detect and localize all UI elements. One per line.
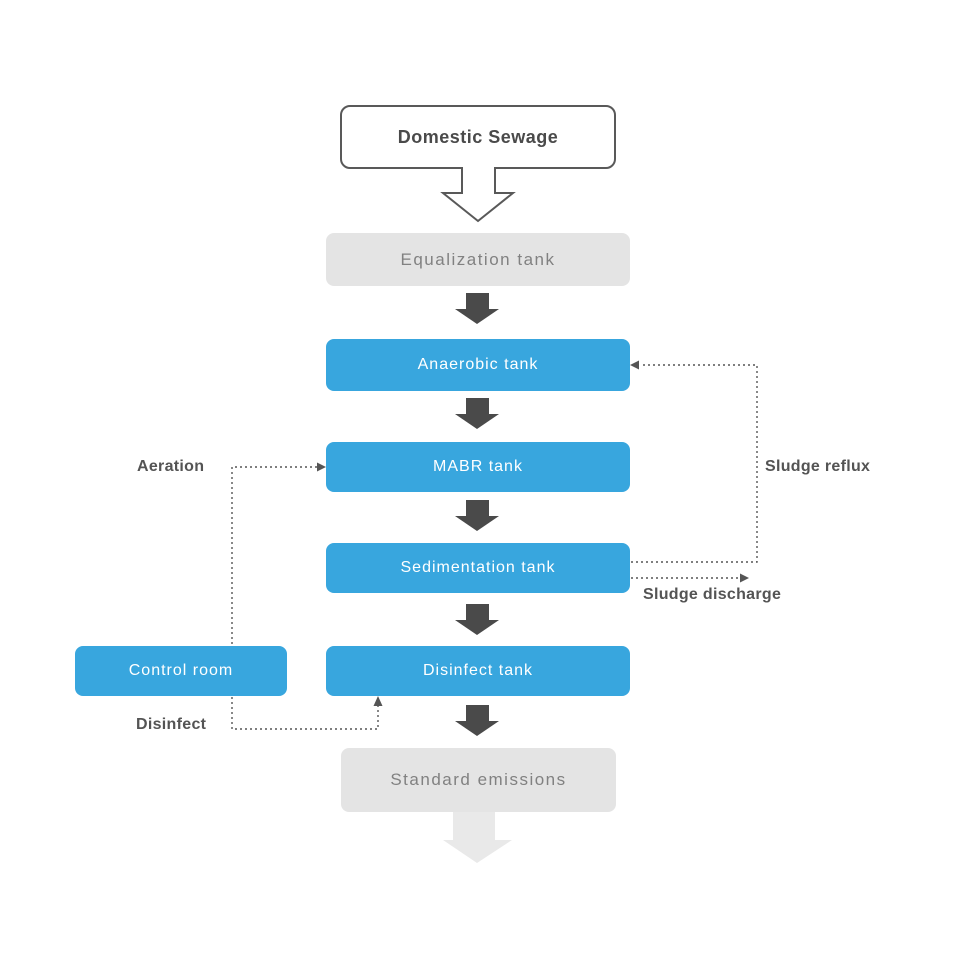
edge-label-sludge-discharge: Sludge discharge bbox=[643, 586, 782, 603]
flow-arrow-anaerobic-to-mabr-icon bbox=[455, 398, 499, 429]
node-disinfect-tank-label: Disinfect tank bbox=[422, 662, 534, 679]
flow-arrow-disinfect-to-emissions-icon bbox=[455, 705, 499, 736]
node-disinfect-tank: Disinfect tank bbox=[326, 646, 630, 696]
flow-arrow-equalization-to-anaerobic-icon bbox=[455, 293, 499, 324]
aeration-arrowhead-icon bbox=[317, 462, 326, 472]
sludge-discharge-arrowhead-icon bbox=[740, 573, 749, 583]
node-equalization-tank: Equalization tank bbox=[326, 233, 630, 286]
edge-label-sludge-reflux: Sludge reflux bbox=[765, 458, 871, 475]
node-mabr-tank: MABR tank bbox=[326, 442, 630, 492]
node-domestic-sewage-label: Domestic Sewage bbox=[397, 126, 559, 147]
inflow-hollow-arrow-icon bbox=[440, 167, 516, 223]
node-standard-emissions-label: Standard emissions bbox=[390, 770, 567, 789]
node-sedimentation-tank-label: Sedimentation tank bbox=[400, 559, 556, 576]
node-mabr-tank-label: MABR tank bbox=[433, 458, 523, 475]
disinfect-arrowhead-icon bbox=[373, 696, 383, 706]
sludge-reflux-dotted-line bbox=[631, 364, 758, 563]
node-domestic-sewage: Domestic Sewage bbox=[340, 105, 616, 169]
node-anaerobic-tank: Anaerobic tank bbox=[326, 339, 630, 391]
edge-label-disinfect: Disinfect bbox=[136, 716, 207, 733]
node-sedimentation-tank: Sedimentation tank bbox=[326, 543, 630, 593]
node-control-room-label: Control room bbox=[128, 662, 234, 679]
flow-arrow-sedimentation-to-disinfect-icon bbox=[455, 604, 499, 635]
outflow-arrow-icon bbox=[443, 806, 512, 863]
edge-label-aeration: Aeration bbox=[137, 458, 205, 475]
node-equalization-tank-label: Equalization tank bbox=[400, 249, 556, 269]
flow-arrow-mabr-to-sedimentation-icon bbox=[455, 500, 499, 531]
node-control-room: Control room bbox=[75, 646, 287, 696]
node-anaerobic-tank-label: Anaerobic tank bbox=[417, 356, 539, 373]
node-standard-emissions: Standard emissions bbox=[341, 748, 616, 812]
sludge-reflux-arrowhead-icon bbox=[630, 360, 639, 370]
